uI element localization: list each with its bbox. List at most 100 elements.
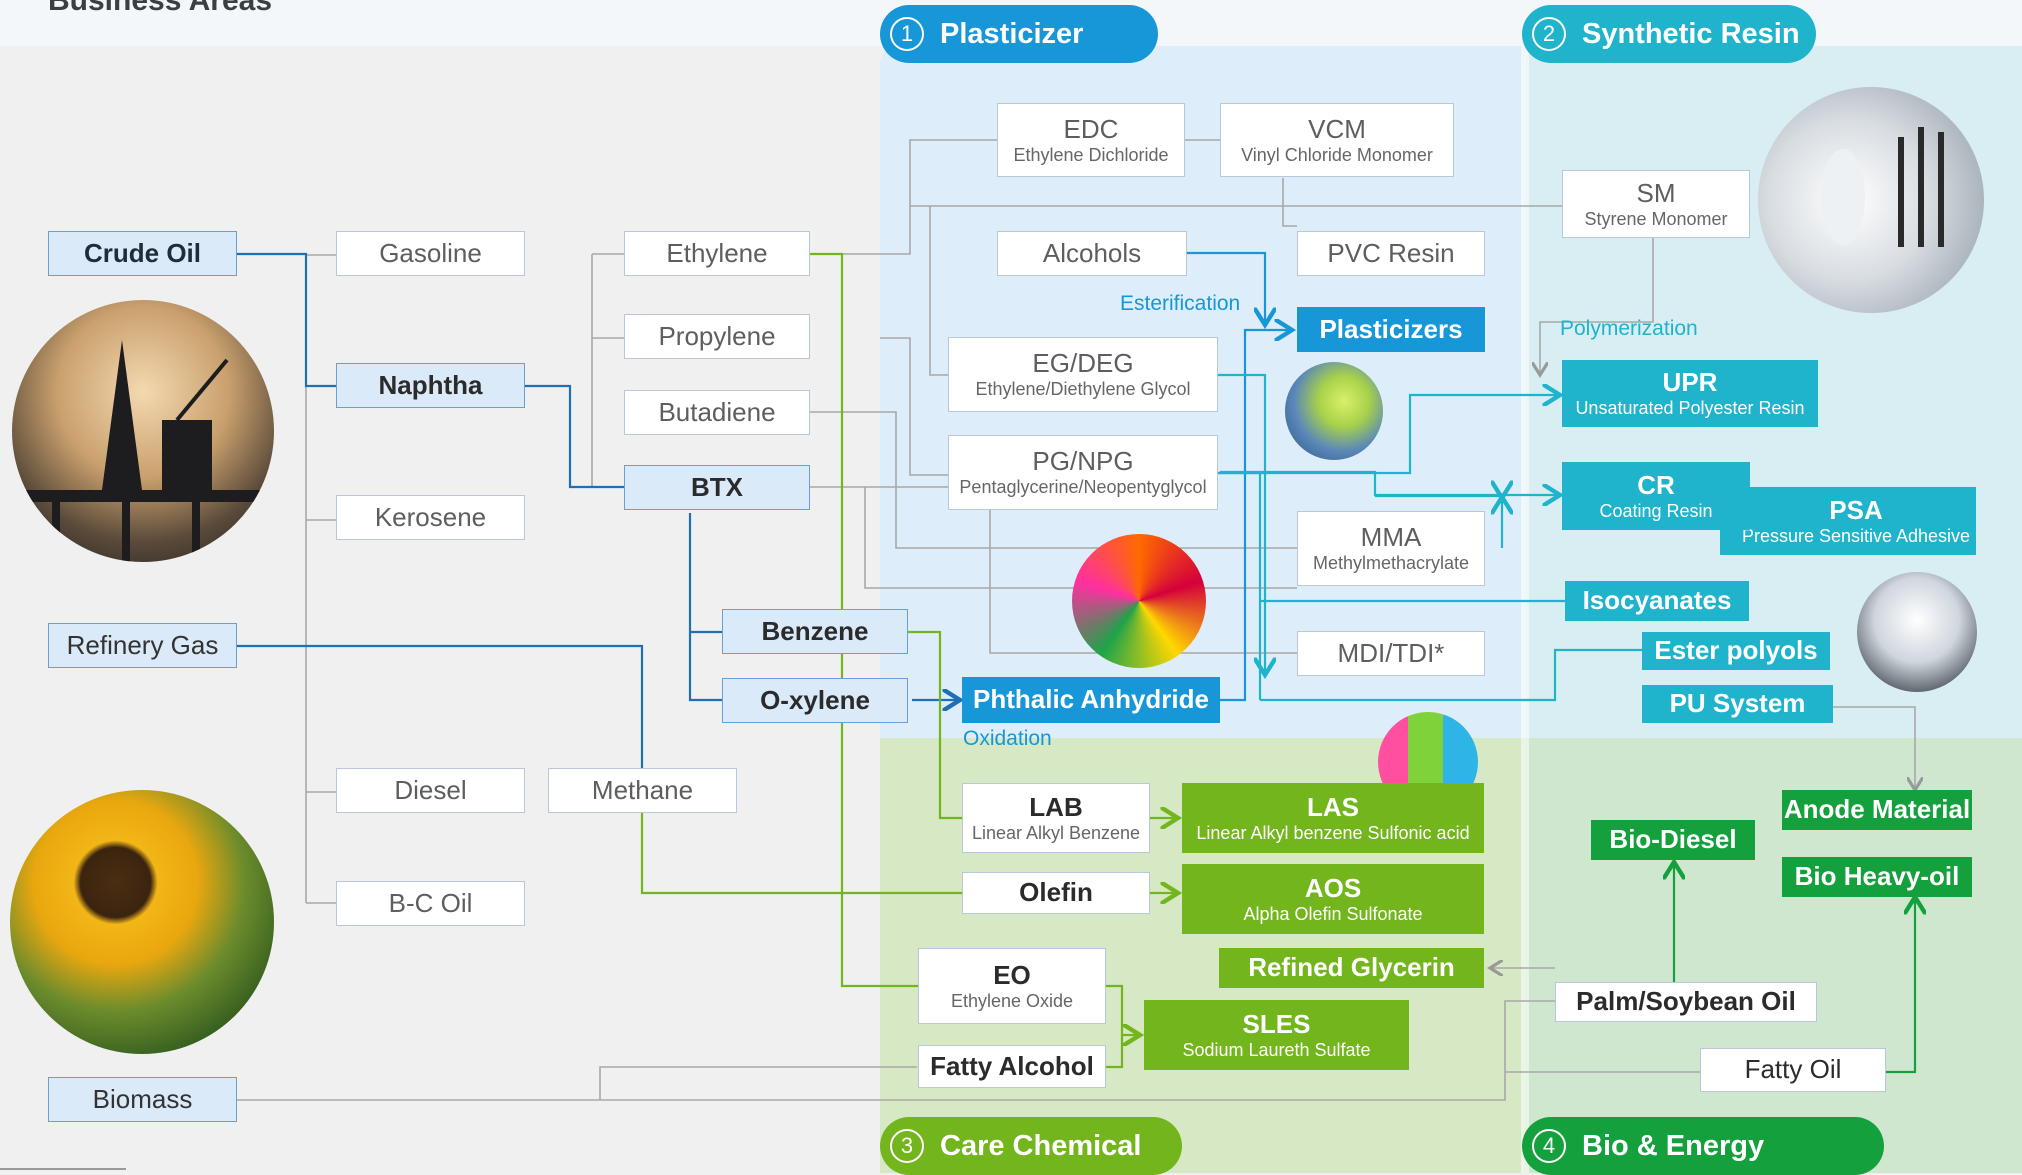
edc-sub: Ethylene Dichloride: [1013, 144, 1169, 165]
tab-bio-energy[interactable]: 4 Bio & Energy: [1522, 1117, 1884, 1175]
ester-polyols-label: Ester polyols: [1654, 635, 1818, 666]
palm-soybean-oil-box[interactable]: Palm/Soybean Oil: [1555, 982, 1817, 1022]
vcm-sub: Vinyl Chloride Monomer: [1241, 144, 1433, 165]
sm-title: SM: [1636, 177, 1676, 208]
sunflower-photo: [10, 790, 274, 1054]
mdi-tdi-box[interactable]: MDI/TDI*: [1297, 631, 1485, 676]
biomass-label: Biomass: [92, 1083, 193, 1114]
bottom-rule: [0, 1168, 126, 1170]
plasticizers-box[interactable]: Plasticizers: [1297, 307, 1485, 352]
refined-glycerin-label: Refined Glycerin: [1248, 952, 1455, 983]
bio-heavy-oil-box[interactable]: Bio Heavy-oil: [1782, 857, 1972, 897]
oxylene-box[interactable]: O-xylene: [722, 678, 908, 723]
butadiene-box[interactable]: Butadiene: [624, 390, 810, 435]
refined-glycerin-box[interactable]: Refined Glycerin: [1219, 948, 1484, 988]
btx-label: BTX: [691, 471, 743, 502]
ethylene-box[interactable]: Ethylene: [624, 231, 810, 276]
bc-oil-label: B-C Oil: [388, 887, 473, 918]
oxylene-label: O-xylene: [760, 684, 870, 715]
aos-title: AOS: [1304, 872, 1362, 903]
diesel-label: Diesel: [394, 774, 467, 805]
methane-label: Methane: [591, 774, 694, 805]
eg-deg-sub: Ethylene/Diethylene Glycol: [975, 379, 1191, 400]
benzene-box[interactable]: Benzene: [722, 609, 908, 654]
anode-material-box[interactable]: Anode Material: [1782, 790, 1972, 830]
btx-box[interactable]: BTX: [624, 465, 810, 510]
naphtha-box[interactable]: Naphtha: [336, 363, 525, 408]
phthalic-anhydride-box[interactable]: Phthalic Anhydride: [962, 677, 1220, 723]
fatty-alcohol-label: Fatty Alcohol: [930, 1050, 1094, 1081]
section-number: 2: [1532, 17, 1566, 51]
las-sub: Linear Alkyl benzene Sulfonic acid: [1196, 822, 1470, 843]
fatty-alcohol-box[interactable]: Fatty Alcohol: [918, 1045, 1106, 1088]
crude-oil-box[interactable]: Crude Oil: [48, 231, 237, 276]
pu-system-box[interactable]: PU System: [1642, 685, 1833, 723]
gasoline-box[interactable]: Gasoline: [336, 231, 525, 276]
tab-label: Synthetic Resin: [1582, 17, 1800, 50]
palm-soybean-oil-label: Palm/Soybean Oil: [1576, 986, 1796, 1017]
anode-material-label: Anode Material: [1783, 794, 1971, 825]
bio-heavy-oil-label: Bio Heavy-oil: [1794, 861, 1960, 892]
eo-sub: Ethylene Oxide: [950, 990, 1074, 1011]
phthalic-anhydride-label: Phthalic Anhydride: [973, 684, 1209, 715]
propylene-box[interactable]: Propylene: [624, 314, 810, 359]
tab-label: Bio & Energy: [1582, 1129, 1765, 1162]
ester-polyols-box[interactable]: Ester polyols: [1642, 632, 1830, 670]
bio-diesel-label: Bio-Diesel: [1609, 824, 1737, 855]
propylene-label: Propylene: [658, 320, 776, 351]
cr-sub: Coating Resin: [1599, 500, 1713, 521]
bc-oil-box[interactable]: B-C Oil: [336, 881, 525, 926]
oxidation-label: Oxidation: [963, 727, 1052, 750]
crude-oil-label: Crude Oil: [83, 237, 201, 268]
sles-sub: Sodium Laureth Sulfate: [1182, 1039, 1371, 1060]
tab-synthetic-resin[interactable]: 2 Synthetic Resin: [1522, 5, 1816, 63]
lab-title: LAB: [1029, 791, 1083, 822]
fatty-oil-label: Fatty Oil: [1744, 1054, 1842, 1085]
tab-care-chemical[interactable]: 3 Care Chemical: [880, 1117, 1182, 1175]
refinery-gas-box[interactable]: Refinery Gas: [48, 623, 237, 668]
mdi-tdi-label: MDI/TDI*: [1337, 637, 1445, 668]
zone-divider: [1521, 46, 1529, 1173]
olefin-box[interactable]: Olefin: [962, 872, 1150, 914]
section-number: 1: [890, 17, 924, 51]
isocyanates-box[interactable]: Isocyanates: [1565, 581, 1749, 621]
lab-sub: Linear Alkyl Benzene: [971, 822, 1141, 843]
kerosene-box[interactable]: Kerosene: [336, 495, 525, 540]
fatty-oil-box[interactable]: Fatty Oil: [1700, 1048, 1886, 1092]
spray-painter-photo: [1758, 87, 1984, 313]
psa-sub: Pressure Sensitive Adhesive: [1741, 525, 1971, 546]
mma-title: MMA: [1360, 522, 1422, 553]
isocyanates-label: Isocyanates: [1582, 585, 1732, 616]
diesel-box[interactable]: Diesel: [336, 768, 525, 813]
section-number: 3: [890, 1129, 924, 1163]
tab-plasticizer[interactable]: 1 Plasticizer: [880, 5, 1158, 63]
pvc-resin-box[interactable]: PVC Resin: [1297, 231, 1485, 276]
methane-box[interactable]: Methane: [548, 768, 737, 813]
paint-art-photo: [1072, 534, 1206, 668]
mma-sub: Methylmethacrylate: [1312, 553, 1470, 574]
biomass-box[interactable]: Biomass: [48, 1077, 237, 1122]
bio-diesel-box[interactable]: Bio-Diesel: [1591, 820, 1755, 860]
pg-npg-sub: Pentaglycerine/Neopentyglycol: [959, 477, 1207, 498]
ethylene-label: Ethylene: [666, 237, 768, 268]
alcohols-label: Alcohols: [1042, 237, 1142, 268]
cr-title: CR: [1637, 469, 1675, 500]
upr-title: UPR: [1662, 367, 1718, 398]
alcohols-box[interactable]: Alcohols: [997, 231, 1187, 276]
tab-label: Plasticizer: [940, 17, 1084, 50]
